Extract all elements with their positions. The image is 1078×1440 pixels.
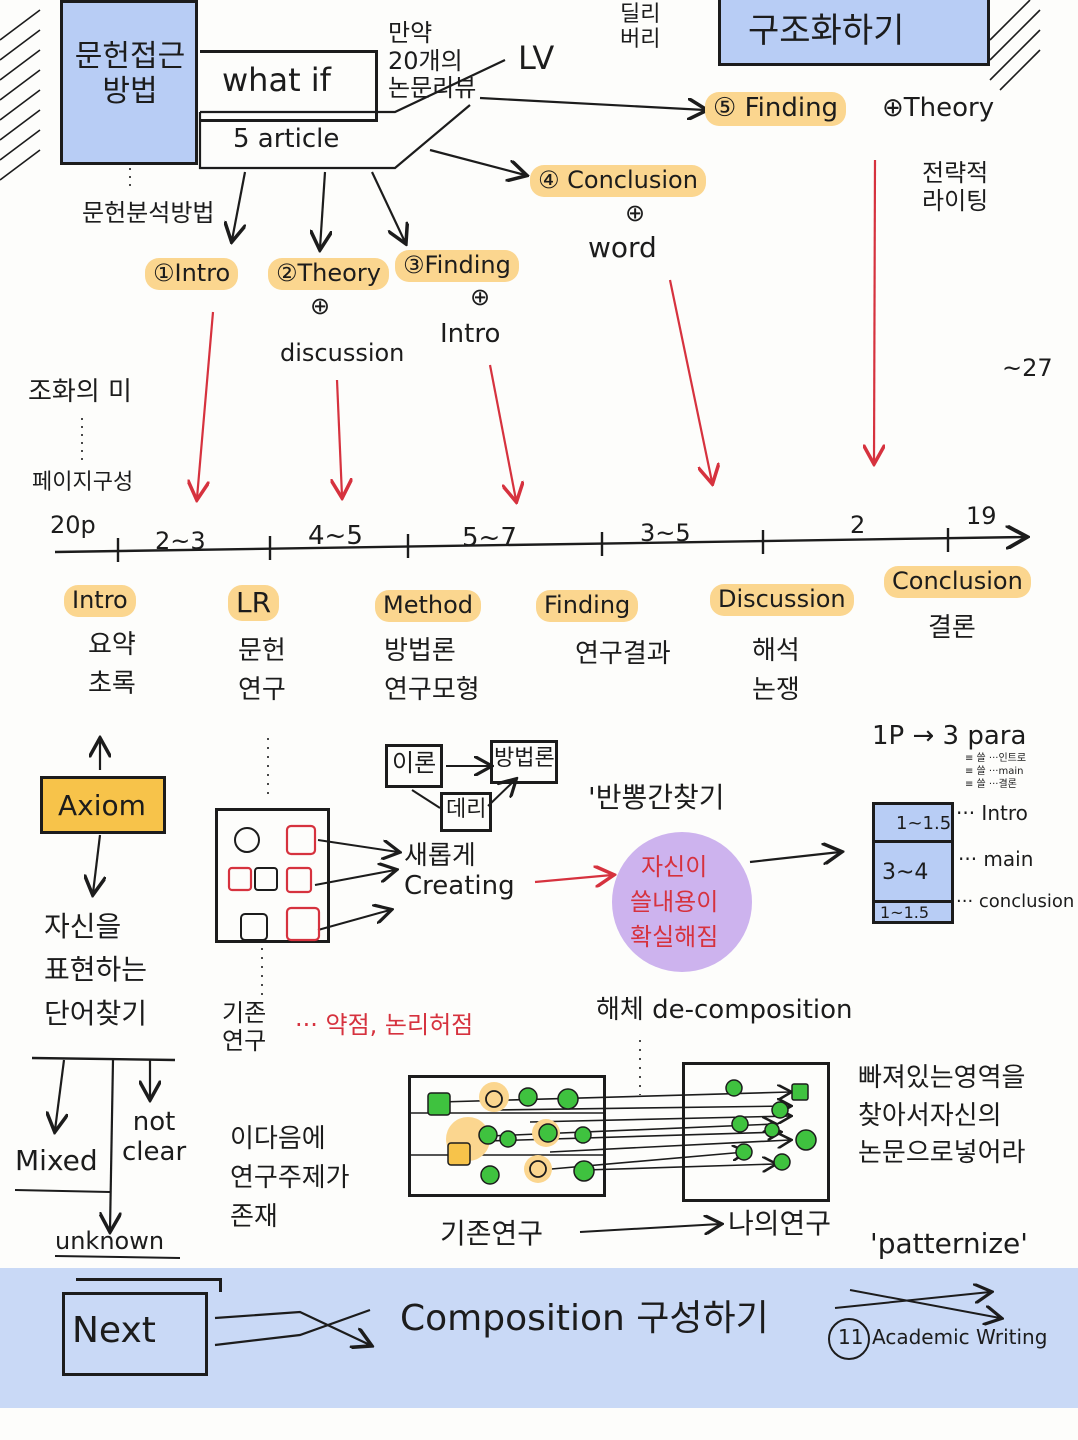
para-mini-notes: ≡ 쓸 ···인트로 ≡ 쓸 ···main ≡ 쓸 ···결론 [965,753,1027,790]
mixed-label: Mixed [15,1144,98,1177]
section-discussion-sub: 해석 논쟁 [752,636,800,705]
step-2-theory: ②Theory [268,258,389,290]
lr-shapes-box [215,808,330,943]
step-3-plus: ⊕ [470,283,491,311]
step-5-finding: ⑤ Finding [705,92,847,126]
section-discussion-title: Discussion [710,584,854,616]
decomposition-note: 빠져있는영역을 찾아서자신의 논문으로넣어라 [858,1063,1026,1169]
step-4-plus: ⊕ [625,199,646,227]
timeline-seg-2: 4~5 [308,521,363,551]
my-research-grid [682,1062,830,1202]
topic-note: 이다음에 연구주제가 존재 [230,1124,350,1232]
what-if-note: 만약 20개의 논문리뷰 [388,19,477,103]
existing-grid-dots [408,1082,606,1185]
what-if-label: what if [222,61,331,99]
para-divider-2 [872,900,954,903]
patternize-label: 'patternize' [870,1227,1028,1260]
section-lr-sub: 문헌 연구 [238,636,286,705]
step-3-finding: ③Finding [395,250,519,282]
method-box [60,0,198,165]
para-row-1-label: ··· Intro [956,801,1028,825]
timeline-seg-1: 2~3 [155,527,206,555]
section-finding-title: Finding [536,590,639,622]
what-if-box [200,50,378,122]
methodology-box [490,740,558,784]
section-intro-sub: 요약 초록 [88,630,136,699]
lr-weakness-label: ··· 약점, 논리허점 [295,1011,474,1039]
step-2-plus: ⊕ [310,292,331,320]
find-counter-label: '반뽕간찾기 [588,781,725,814]
lr-existing-label: 기존 연구 [222,999,267,1055]
next-box-top [76,1278,222,1292]
step-4-sub: word [588,231,657,264]
unknown-label: unknown [55,1227,165,1255]
data-label: 데리 [446,797,487,822]
my-research-label: 나의연구 [728,1207,832,1240]
existing-grid [408,1075,606,1197]
step-5-theory: ⊕Theory [882,93,995,123]
lv-label: LV [518,39,555,77]
section-intro-title: Intro [64,585,136,617]
decomposition-title: 해체 de-composition [596,995,853,1025]
bottom-blue-band [0,1268,1078,1408]
data-box [440,792,492,832]
step-3-sub: Intro [440,319,501,349]
step-4-conclusion: ④ Conclusion [530,165,706,197]
composition-label: Composition 구성하기 [400,1298,769,1339]
step-2-sub: discussion [280,339,405,367]
para-row-2-label: ··· main [958,847,1034,871]
five-article-label: 5 article [233,124,340,154]
axiom-desc: 자신을 표현하는 단어찾기 [44,910,148,1030]
section-method-title: Method [375,590,482,622]
section-method-sub: 방법론 연구모형 [384,636,480,705]
para-row-3-ratio: 1~1.5 [880,903,930,922]
section-conclusion-sub: 결론 [928,613,976,643]
timeline-seg-3: 5~7 [462,523,517,553]
next-box [62,1292,208,1376]
section-finding-sub: 연구결과 [575,639,671,669]
my-research-grid-dots [725,1079,817,1171]
timeline-seg-4: 3~5 [640,519,691,547]
clear-content-label: 자신이 쓸내용이 확실해짐 [630,853,719,951]
timeline-end: 19 [966,502,997,530]
strategic-writing: 전략적 라이팅 [922,159,989,215]
page-total-label: ~27 [1002,354,1053,382]
methodology-label: 방법론 [494,746,555,771]
section-conclusion-title: Conclusion [884,566,1031,598]
harmony-label: 조화의 미 [28,377,132,407]
structure-box-label: 구조화하기 [748,11,905,51]
circle-number: 11 [838,1325,864,1349]
method-box-label: 문헌접근 방법 [74,39,186,109]
lr-creating-label: 새롭게 Creating [404,841,515,901]
clear-content-bubble [612,832,752,972]
circle-number-badge [828,1318,870,1360]
timeline-seg-5: 2 [850,511,866,539]
axiom-box [40,776,166,834]
not-clear-label: not clear [122,1107,187,1167]
lr-shapes [227,824,321,942]
hatching-left [0,9,41,181]
timeline-start: 20p [50,511,96,539]
next-label: Next [72,1310,156,1351]
daily-note: 딜리 버리 [620,2,661,53]
hatching-right [989,0,1041,91]
para-rule-label: 1P → 3 para [872,721,1027,751]
structure-box [718,0,990,66]
theory-label: 이론 [392,749,437,777]
academic-writing-label: Academic Writing [872,1325,1048,1349]
analysis-method-label: 문헌분석방법 [82,199,215,227]
para-row-1-ratio: 1~1.5 [896,813,952,834]
section-lr-title: LR [228,585,280,622]
page-composition-label: 페이지구성 [32,470,134,495]
para-row-2-ratio: 3~4 [882,860,929,885]
axiom-label: Axiom [58,789,146,822]
theory-box [385,744,443,788]
step-1-intro: ①Intro [145,258,239,290]
para-row-3-label: ··· conclusion [956,891,1075,912]
existing-research-label: 기존연구 [440,1217,544,1250]
para-divider-1 [872,840,954,843]
para-stack [872,802,954,924]
